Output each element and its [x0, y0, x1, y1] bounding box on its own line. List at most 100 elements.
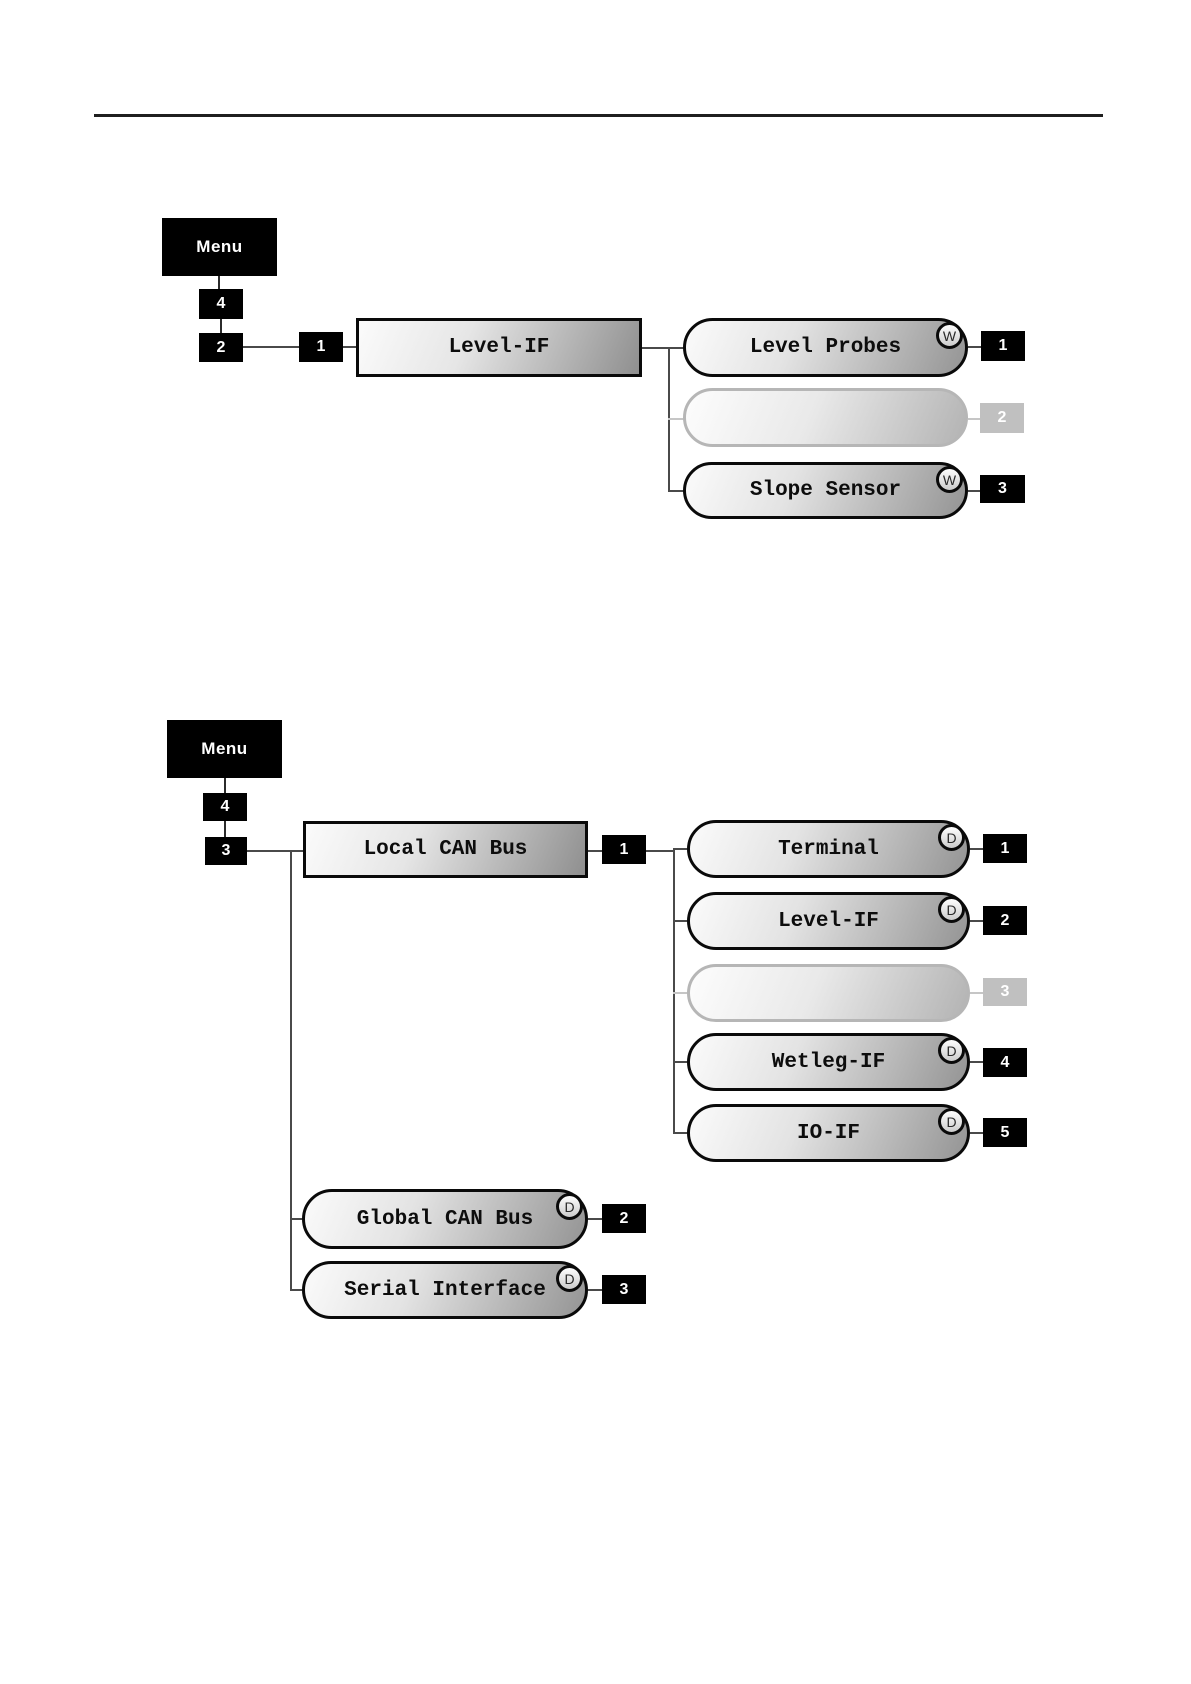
d2-sibling-num-3: 3 [602, 1275, 646, 1304]
connector-line [224, 821, 226, 837]
d-badge-icon: D [556, 1265, 583, 1292]
connector-line [673, 1132, 687, 1134]
connector-line [292, 1289, 302, 1291]
connector-line [343, 346, 356, 348]
d1-menu-label: Menu [196, 237, 243, 256]
d2-key-3: 3 [205, 837, 247, 865]
d2-sibling-num-3-label: 3 [619, 1280, 629, 1298]
d2-sibling-num-2: 2 [602, 1204, 646, 1233]
connector-line [218, 276, 220, 289]
d2-node-label: Level-IF [778, 909, 879, 933]
d2-node-wetleg-if: Wetleg-IF D [687, 1033, 970, 1091]
d2-num-5: 5 [983, 1118, 1027, 1147]
connector-line [220, 319, 222, 333]
d2-num-4: 4 [983, 1048, 1027, 1077]
d1-node-label: Slope Sensor [749, 479, 902, 502]
d1-key-4: 4 [199, 289, 243, 319]
d2-root-node-local-can-bus: Local CAN Bus [303, 821, 588, 878]
connector-line [642, 347, 669, 349]
connector-line [247, 850, 303, 852]
connector-line [673, 848, 687, 850]
d-badge-icon: D [556, 1193, 583, 1220]
d1-num-2-disabled: 2 [980, 403, 1024, 433]
d2-node-label: Serial Interface [344, 1278, 546, 1302]
d2-num-2-label: 2 [1000, 911, 1010, 929]
connector-line [970, 1061, 983, 1063]
connector-line [588, 1289, 602, 1291]
d1-node-label: Level Probes [749, 336, 902, 359]
connector-line [668, 490, 684, 492]
d2-node-label: Global CAN Bus [356, 1207, 534, 1231]
d-badge-icon: D [938, 1108, 965, 1135]
d2-root-num: 1 [602, 835, 646, 864]
d2-node-terminal: Terminal D [687, 820, 970, 878]
d2-node-label: IO-IF [796, 1121, 860, 1145]
d2-num-3-label: 3 [1000, 983, 1010, 1000]
d2-num-5-label: 5 [1000, 1123, 1010, 1141]
connector-line [673, 992, 687, 994]
connector-line [970, 992, 983, 994]
connector-line [668, 418, 684, 420]
d1-node-slope-sensor: Slope Sensor W [683, 462, 968, 519]
badge-letter: D [564, 1198, 575, 1215]
connector-line [968, 490, 980, 492]
d1-num-2-label: 2 [997, 409, 1007, 426]
d1-num-3: 3 [980, 475, 1025, 503]
connector-line [292, 1218, 302, 1220]
d1-node-level-probes: Level Probes W [683, 318, 968, 377]
d2-num-2: 2 [983, 906, 1027, 935]
d1-key-2-label: 2 [216, 338, 226, 356]
d2-node-global-can-bus: Global CAN Bus D [302, 1189, 588, 1249]
d1-num-1: 1 [981, 331, 1025, 361]
d2-num-1-label: 1 [1000, 839, 1010, 857]
connector-line [668, 347, 684, 349]
d2-node-io-if: IO-IF D [687, 1104, 970, 1162]
d2-menu-box: Menu [167, 720, 282, 778]
w-badge-icon: W [936, 322, 963, 349]
d1-num-3-label: 3 [998, 480, 1007, 497]
d2-sibling-num-2-label: 2 [619, 1209, 629, 1227]
d2-num-1: 1 [983, 834, 1027, 863]
badge-letter: W [942, 327, 957, 344]
d2-root-num-label: 1 [619, 840, 629, 858]
d2-num-3-disabled: 3 [983, 978, 1027, 1006]
d1-menu-box: Menu [162, 218, 277, 276]
d2-key-4-label: 4 [220, 798, 230, 815]
connector-line [970, 920, 983, 922]
connector-line [673, 920, 687, 922]
d1-key-2: 2 [199, 333, 243, 362]
d2-node-disabled [687, 964, 970, 1022]
branch-line-left [290, 850, 292, 1291]
connector-line [588, 1218, 602, 1220]
d1-root-label: Level-IF [448, 336, 550, 359]
d1-key-4-label: 4 [216, 295, 226, 312]
w-badge-icon: W [936, 466, 963, 493]
connector-line [968, 418, 981, 420]
badge-letter: D [946, 1042, 957, 1059]
d1-num-1-label: 1 [998, 337, 1008, 354]
connector-line [970, 1132, 983, 1134]
d2-node-label: Wetleg-IF [771, 1050, 886, 1074]
header-rule [94, 114, 1103, 117]
badge-letter: D [946, 901, 957, 918]
d2-node-serial-interface: Serial Interface D [302, 1261, 588, 1319]
connector-line [588, 850, 602, 852]
d2-node-level-if: Level-IF D [687, 892, 970, 950]
badge-letter: D [946, 829, 957, 846]
d2-node-label: Terminal [778, 837, 879, 861]
connector-line [243, 346, 299, 348]
badge-letter: D [564, 1270, 575, 1287]
d1-node-disabled [683, 388, 968, 447]
d2-num-4-label: 4 [1000, 1053, 1010, 1071]
connector-line [970, 848, 983, 850]
connector-line [646, 850, 674, 852]
d-badge-icon: D [938, 824, 965, 851]
d-badge-icon: D [938, 896, 965, 923]
connector-line [224, 778, 226, 793]
d2-root-label: Local CAN Bus [363, 838, 528, 861]
d1-key-1-label: 1 [316, 338, 326, 355]
connector-line [968, 346, 981, 348]
d1-root-node-level-if: Level-IF [356, 318, 642, 377]
d2-menu-label: Menu [201, 739, 248, 758]
